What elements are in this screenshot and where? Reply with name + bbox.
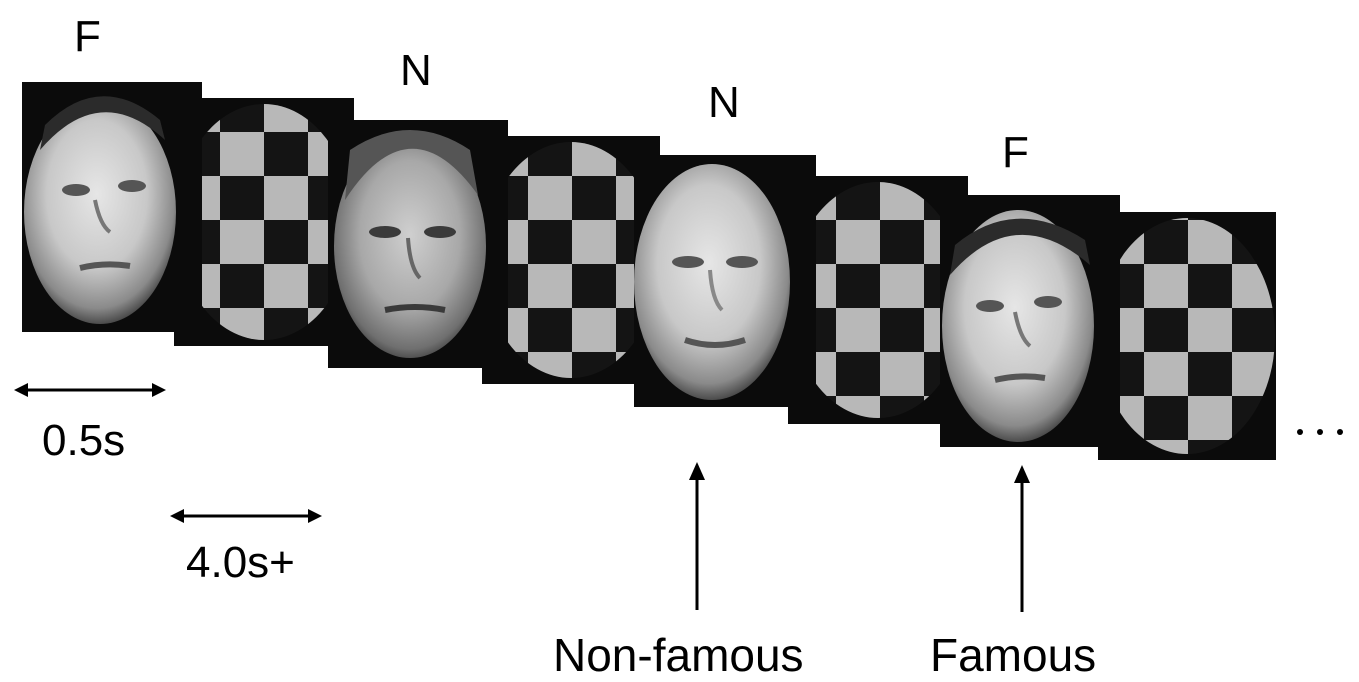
stimulus-duration-label: 0.5s bbox=[42, 416, 126, 465]
mask-frame-3 bbox=[788, 176, 968, 424]
stimulus-duration-arrow bbox=[14, 383, 166, 397]
non-famous-arrow bbox=[689, 462, 705, 610]
continuation-dots bbox=[1297, 429, 1343, 435]
trial-label-3: N bbox=[708, 78, 740, 127]
trial-label-4: F bbox=[1002, 128, 1029, 177]
isi-duration-label: 4.0s+ bbox=[186, 538, 295, 587]
face-frame-1-famous bbox=[22, 82, 202, 332]
trial-label-1: F bbox=[74, 12, 101, 61]
famous-label: Famous bbox=[930, 629, 1097, 681]
face-frame-3-nonfamous bbox=[634, 155, 816, 407]
famous-arrow bbox=[1014, 465, 1030, 612]
non-famous-label: Non-famous bbox=[553, 629, 804, 681]
mask-frame-2 bbox=[482, 136, 660, 384]
face-frame-4-famous bbox=[940, 195, 1120, 447]
face-frame-2-nonfamous bbox=[328, 120, 508, 368]
mask-frame-4 bbox=[1098, 212, 1276, 460]
trial-label-2: N bbox=[400, 46, 432, 95]
isi-duration-arrow bbox=[170, 509, 322, 523]
mask-frame-1 bbox=[174, 98, 354, 346]
